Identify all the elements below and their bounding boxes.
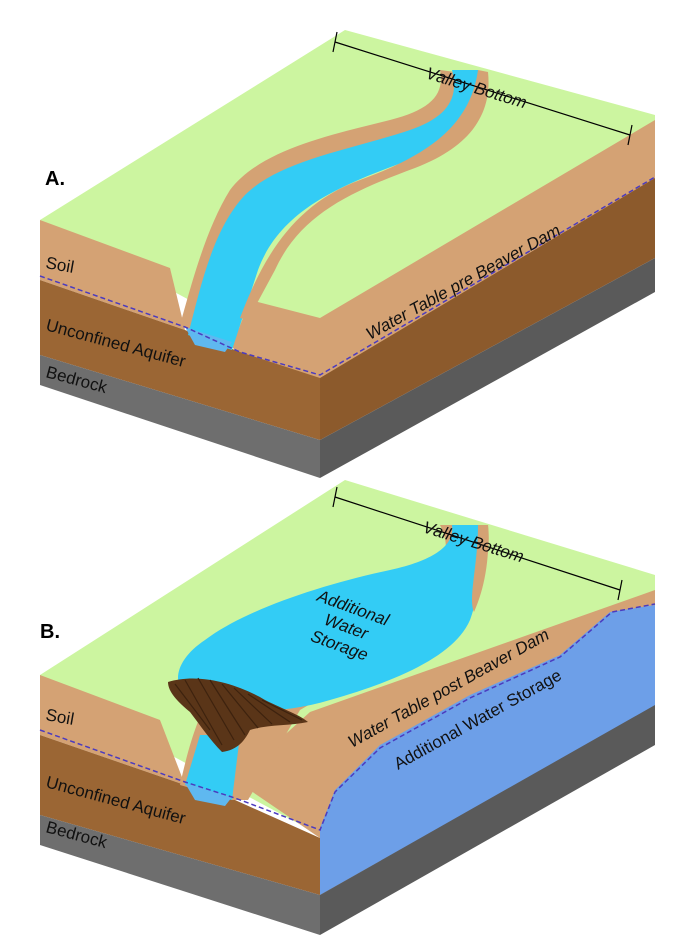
panel-b: Valley Bottom Additional Water Storage W…	[39, 480, 656, 935]
panel-a: Valley Bottom Water Table pre Beaver Dam…	[39, 30, 656, 478]
panel-b-groundwater-storage	[320, 605, 655, 895]
panel-b-soil-label: Soil	[44, 705, 75, 729]
panel-a-soil-upper-right	[232, 120, 655, 372]
panel-a-bedrock-layer-right	[320, 258, 655, 478]
panel-b-soil-layer-left	[40, 675, 185, 785]
panel-b-water-table-line	[39, 603, 656, 831]
panel-a-river	[188, 70, 480, 350]
panel-b-channel-right-bank	[472, 525, 489, 612]
panel-a-soil-layer-left	[40, 220, 185, 330]
panel-a-letter: A.	[45, 168, 65, 190]
panel-a-bedrock-layer-left	[40, 355, 320, 478]
panel-b-aquifer-layer-left	[40, 735, 320, 895]
beaver-dam-icon	[168, 677, 308, 752]
panel-b-bedrock-layer-left	[40, 815, 320, 935]
panel-a-aquifer-layer-left	[40, 280, 320, 440]
panel-a-water-table-line	[39, 176, 656, 376]
panel-b-valley-bottom-marker	[332, 486, 623, 601]
panel-a-river-mouth	[185, 327, 232, 352]
panel-b-letter: B.	[40, 621, 60, 643]
panel-b-bedrock-layer-right	[320, 705, 655, 935]
panel-a-soil-label: Soil	[44, 253, 75, 277]
panel-a-soil-layer-right	[230, 175, 655, 380]
panel-a-valley-bottom-marker	[332, 31, 633, 146]
panel-b-river-downstream	[185, 735, 240, 800]
panel-b-river-mouth	[185, 783, 232, 806]
panel-b-pond	[178, 525, 480, 712]
panel-a-aquifer-layer-right	[320, 178, 655, 440]
